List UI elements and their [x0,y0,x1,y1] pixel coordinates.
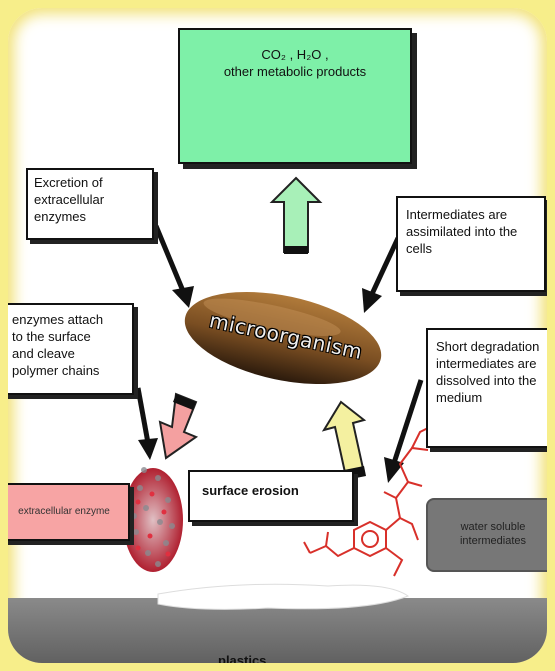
enzymes-attach-box: enzymes attach to the surface and cleave… [8,303,134,395]
enzymes-attach-line-1: enzymes attach [12,312,104,327]
extracellular-enzyme-label: extracellular enzyme [18,506,110,517]
pink-down-arrow [158,392,199,460]
excretion-line-3: enzymes [34,209,87,224]
black-arrow-enzymes [135,387,158,460]
short-degradation-line-3: dissolved into the [436,373,537,388]
enzyme-cluster [123,467,183,572]
black-arrow-excretion [153,225,194,308]
surface-erosion-box: surface erosion [188,470,354,522]
green-up-arrow [269,176,323,254]
assimilated-line-1: Intermediates are [406,207,508,222]
black-arrow-assimilated [362,236,401,313]
water-soluble-line-2: intermediates [459,535,527,547]
products-line-2: other metabolic products [223,64,367,79]
short-degradation-box: Short degradation intermediates are diss… [426,328,547,448]
enzymes-attach-line-3: and cleave [12,346,75,361]
enzymes-attach-line-4: polymer chains [12,363,100,378]
diagram-frame: CO₂ , H₂O , other metabolic products Exc… [8,8,547,663]
assimilated-line-3: cells [406,241,433,256]
extracellular-enzyme-box: extracellular enzyme [8,483,130,541]
degraded-polymer-chain [303,425,433,577]
excretion-box: Excretion of extracellular enzymes [26,168,154,240]
enzymes-attach-line-2: to the surface [12,329,91,344]
short-degradation-line-2: intermediates are [436,356,537,371]
assimilated-box: Intermediates are assimilated into the c… [396,196,546,292]
diagram-graphics [123,176,433,610]
microorganism-cell [184,291,382,385]
short-degradation-line-1: Short degradation [436,339,540,354]
plastics-label: plastics [218,653,267,663]
erosion-patch [157,583,410,610]
metabolic-products-box: CO₂ , H₂O , other metabolic products [178,28,412,164]
yellow-up-arrow [321,400,367,480]
water-soluble-box: water soluble intermediates [426,498,547,572]
excretion-line-2: extracellular [34,192,105,207]
excretion-line-1: Excretion of [34,175,103,190]
products-line-1: CO₂ , H₂O , [261,47,329,62]
water-soluble-line-1: water soluble [460,521,526,533]
black-arrow-degradation [384,379,424,483]
surface-erosion-label: surface erosion [202,483,299,498]
short-degradation-line-4: medium [436,390,483,405]
assimilated-line-2: assimilated into the [406,224,518,239]
